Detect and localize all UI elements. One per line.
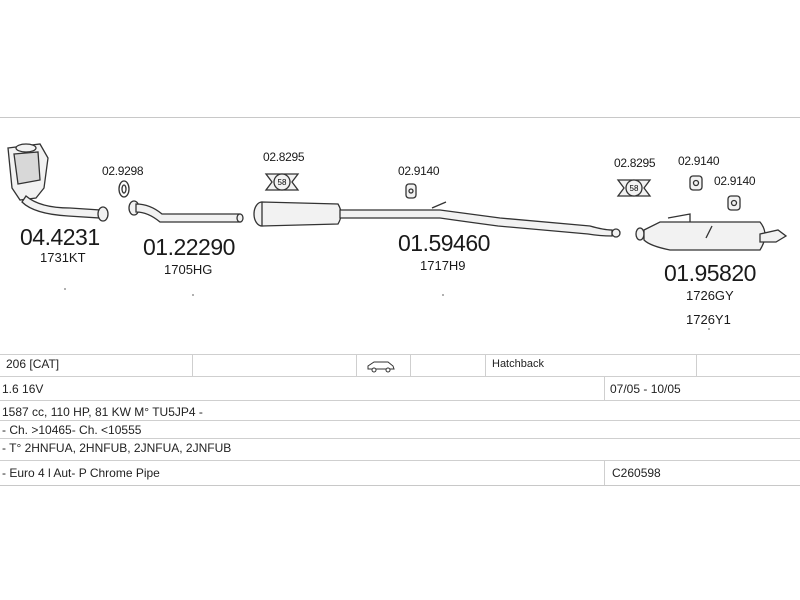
- notes-cell: - Euro 4 l Aut- P Chrome Pipe: [2, 466, 160, 480]
- table-row-chassis: - Ch. >10465- Ch. <10555: [0, 420, 800, 439]
- part-code-clamp: 02.9298: [102, 164, 144, 178]
- col-divider: [604, 377, 605, 401]
- gasket-badge-1: 58: [278, 178, 287, 187]
- types-cell: - T° 2HNFUA, 2HNFUB, 2JNFUA, 2JNFUB: [2, 441, 232, 455]
- part-code-gasket-1: 02.8295: [263, 150, 305, 164]
- model-cell: 206 [CAT]: [6, 357, 60, 371]
- col-divider: [696, 355, 697, 377]
- part-code-middle-silencer: 01.59460: [398, 230, 490, 256]
- middle-silencer-part[interactable]: [253, 201, 621, 238]
- part-ref2-rear-silencer: 1726Y1: [686, 312, 731, 327]
- code-cell: C260598: [612, 466, 661, 480]
- table-row-model: 206 [CAT] Hatchback: [0, 354, 800, 377]
- part-code-gasket-2: 02.8295: [614, 156, 656, 170]
- hanger-part-1[interactable]: [405, 183, 417, 199]
- col-divider: [410, 355, 411, 377]
- col-divider: [356, 355, 357, 377]
- hanger-part-2[interactable]: [689, 175, 703, 191]
- marker-dot: [192, 294, 194, 296]
- table-bottom-line: [0, 485, 800, 486]
- col-divider: [604, 461, 605, 485]
- exhaust-diagram: 58 58: [0, 118, 800, 350]
- marker-dot: [442, 294, 444, 296]
- part-code-hanger-1: 02.9140: [398, 164, 440, 178]
- part-ref-rear-silencer: 1726GY: [686, 288, 734, 303]
- period-cell: 07/05 - 10/05: [610, 382, 681, 396]
- hanger-part-3[interactable]: [727, 195, 741, 211]
- table-row-types: - T° 2HNFUA, 2HNFUB, 2JNFUA, 2JNFUB: [0, 438, 800, 461]
- marker-dot: [708, 328, 710, 330]
- specs-cell: 1587 cc, 110 HP, 81 KW M° TU5JP4 -: [2, 405, 203, 419]
- gasket-part-1[interactable]: 58: [264, 173, 300, 191]
- clamp-part[interactable]: [118, 180, 130, 198]
- part-code-rear-silencer: 01.95820: [664, 260, 756, 286]
- col-divider: [192, 355, 193, 377]
- rear-silencer-part[interactable]: [635, 213, 788, 251]
- part-ref-catalyst: 1731KT: [40, 250, 86, 265]
- table-row-notes: - Euro 4 l Aut- P Chrome Pipe C260598: [0, 460, 800, 485]
- table-row-specs: 1587 cc, 110 HP, 81 KW M° TU5JP4 -: [0, 400, 800, 421]
- gasket-part-2[interactable]: 58: [616, 179, 652, 197]
- marker-dot: [64, 288, 66, 290]
- front-pipe-part[interactable]: [128, 200, 244, 223]
- part-ref-middle-silencer: 1717H9: [420, 258, 466, 273]
- part-code-hanger-2: 02.9140: [678, 154, 720, 168]
- table-row-engine: 1.6 16V 07/05 - 10/05: [0, 376, 800, 401]
- catalyst-part[interactable]: [7, 143, 109, 222]
- part-code-hanger-3: 02.9140: [714, 174, 756, 188]
- col-divider: [485, 355, 486, 377]
- body-cell: Hatchback: [492, 358, 544, 370]
- engine-cell: 1.6 16V: [2, 382, 44, 396]
- chassis-cell: - Ch. >10465- Ch. <10555: [2, 423, 142, 437]
- car-icon: [366, 359, 396, 378]
- gasket-badge-2: 58: [630, 184, 639, 193]
- part-ref-front-pipe: 1705HG: [164, 262, 213, 277]
- part-code-front-pipe: 01.22290: [143, 234, 235, 260]
- part-code-catalyst: 04.4231: [20, 224, 100, 250]
- top-divider: [0, 117, 800, 118]
